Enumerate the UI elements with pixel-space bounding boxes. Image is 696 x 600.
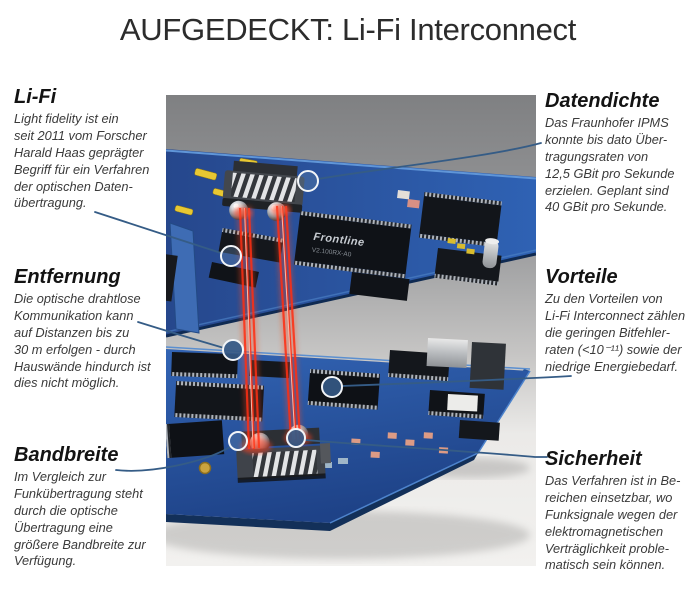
leader-line-entfernung — [137, 321, 225, 349]
callout-heading-entfernung: Entfernung — [14, 266, 121, 288]
callout-heading-li-fi: Li-Fi — [14, 86, 57, 108]
callout-li-fi: Li-Fi Light fidelity ist ein seit 2011 v… — [14, 86, 166, 212]
mounting-bracket — [169, 222, 200, 334]
leader-line-li-fi — [94, 211, 222, 254]
callout-heading-sicherheit: Sicherheit — [545, 448, 642, 470]
callout-body-vorteile: Zu den Vorteilen von Li-Fi Interconnect … — [545, 291, 686, 374]
callout-heading-bandbreite: Bandbreite — [14, 444, 119, 466]
leader-line-datendichte — [317, 142, 542, 180]
callout-body-bandbreite: Im Vergleich zur Funkübertragung steht d… — [14, 469, 146, 569]
callout-dot-bandbreite — [228, 431, 248, 451]
callout-dot-vorteile — [321, 376, 343, 398]
callout-body-datendichte: Das Fraunhofer IPMS konnte bis dato Über… — [545, 115, 675, 215]
metal-can — [426, 338, 468, 369]
callout-bandbreite: Bandbreite Im Vergleich zur Funkübertrag… — [14, 444, 166, 570]
callout-dots — [220, 170, 343, 451]
callout-dot-datendichte — [297, 170, 319, 192]
page-title: AUFGEDECKT: Li-Fi Interconnect — [119, 12, 577, 47]
frontline-chip: Frontline V2.100RX-A0 — [293, 211, 412, 279]
callout-dot-entfernung — [222, 339, 244, 361]
gold-via — [198, 461, 212, 475]
callout-dot-li-fi — [220, 245, 242, 267]
leader-lines — [94, 142, 572, 472]
callout-heading-vorteile: Vorteile — [545, 266, 618, 288]
leader-line-sicherheit — [304, 439, 548, 458]
callout-sicherheit: Sicherheit Das Verfahren ist in Be- reic… — [545, 448, 696, 574]
chip-model-label: V2.100RX-A0 — [311, 247, 352, 259]
callout-body-li-fi: Light fidelity ist ein seit 2011 vom For… — [14, 111, 150, 211]
callout-body-sicherheit: Das Verfahren ist in Be- reichen einsetz… — [545, 473, 681, 573]
callout-datendichte: Datendichte Das Fraunhofer IPMS konnte b… — [545, 90, 696, 216]
callout-heading-datendichte: Datendichte — [545, 90, 660, 112]
callout-body-entfernung: Die optische drahtlose Kommunikation kan… — [14, 291, 151, 391]
callout-vorteile: Vorteile Zu den Vorteilen von Li-Fi Inte… — [545, 266, 696, 375]
callout-entfernung: Entfernung Die optische drahtlose Kommun… — [14, 266, 166, 392]
capacitor — [482, 238, 500, 269]
leader-line-bandbreite — [115, 446, 231, 472]
callout-dot-sicherheit — [286, 428, 306, 448]
leader-line-vorteile — [341, 375, 572, 387]
